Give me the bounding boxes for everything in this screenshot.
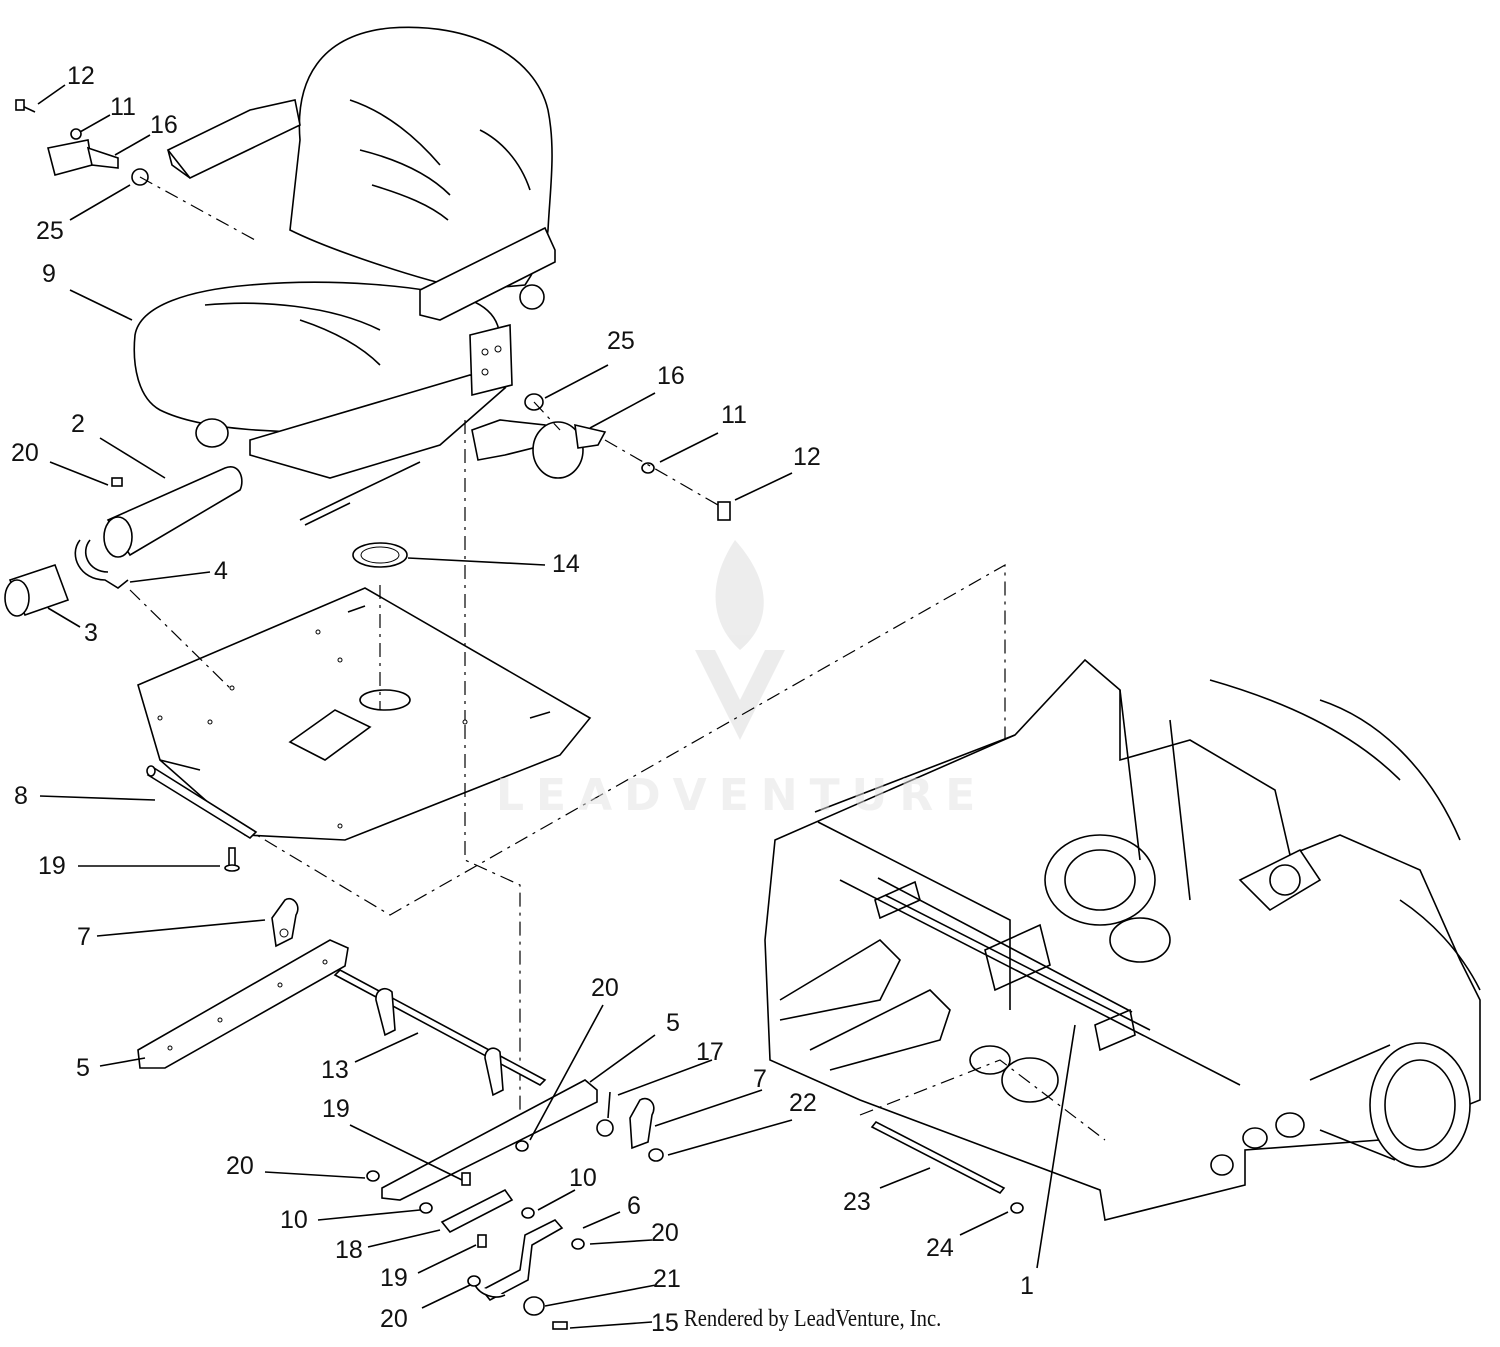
callout-16: 16 [657, 362, 685, 390]
spring-part-17 [596, 1091, 614, 1137]
rail-part-5-right [381, 1079, 598, 1201]
seat-assembly [133, 26, 556, 526]
bolt-part-15 [552, 1321, 568, 1330]
callout-5: 5 [666, 1009, 680, 1037]
clip-part-24 [1010, 1202, 1024, 1214]
callout-10: 10 [280, 1206, 308, 1234]
callout-20: 20 [380, 1305, 408, 1333]
callout-leaders [37, 84, 1076, 1329]
washer-part-10-b [521, 1207, 535, 1219]
callout-21: 21 [653, 1265, 681, 1293]
callout-13: 13 [321, 1056, 349, 1084]
callout-20: 20 [11, 439, 39, 467]
callout-1: 1 [1020, 1272, 1034, 1300]
callout-25: 25 [36, 217, 64, 245]
nut-part-20-c [467, 1275, 481, 1287]
leadventure-logo-watermark [695, 540, 785, 740]
callout-19: 19 [380, 1264, 408, 1292]
callout-3: 3 [84, 619, 98, 647]
pin-part-19-upper [224, 847, 240, 872]
spacer-part-21 [523, 1296, 545, 1316]
callout-10: 10 [569, 1164, 597, 1192]
callout-11: 11 [721, 401, 747, 429]
callout-12: 12 [67, 62, 95, 90]
callout-7: 7 [77, 923, 91, 951]
seat-belt-left-buckle [15, 99, 149, 186]
callout-16: 16 [150, 111, 178, 139]
callout-11: 11 [110, 93, 136, 121]
callout-25: 25 [607, 327, 635, 355]
shaft-part-13 [333, 969, 547, 1097]
callout-8: 8 [14, 782, 28, 810]
callout-23: 23 [843, 1188, 871, 1216]
nut-part-20-upper [515, 1140, 529, 1152]
rod-part-8 [146, 765, 258, 840]
callout-6: 6 [627, 1192, 641, 1220]
arm-part-6 [474, 1219, 564, 1302]
rod-part-23 [870, 1120, 1006, 1195]
callout-19: 19 [38, 852, 66, 880]
latch-part-7-left [271, 897, 299, 948]
latch-part-7-right [629, 1097, 664, 1162]
callout-5: 5 [76, 1054, 90, 1082]
callout-20: 20 [591, 974, 619, 1002]
frame-assembly [764, 658, 1481, 1221]
rail-part-5-left [137, 939, 349, 1069]
link-part-18 [440, 1172, 514, 1248]
callout-9: 9 [42, 260, 56, 288]
callout-18: 18 [335, 1236, 363, 1264]
nut-part-20-b [571, 1238, 585, 1250]
callout-7: 7 [753, 1065, 767, 1093]
callout-2: 2 [71, 410, 85, 438]
callout-22: 22 [789, 1089, 817, 1117]
watermark-text: LEADVENTURE [496, 770, 988, 821]
callout-12: 12 [793, 443, 821, 471]
washer-part-10-a [419, 1202, 433, 1214]
cap-part-3 [4, 563, 70, 617]
callout-20: 20 [651, 1219, 679, 1247]
clamp-part-4 [74, 539, 129, 589]
seat-belt-right-retractor [471, 393, 731, 521]
callout-4: 4 [214, 557, 228, 585]
callout-20: 20 [226, 1152, 254, 1180]
canister-part-2 [103, 466, 243, 558]
callout-14: 14 [552, 550, 580, 578]
callout-17: 17 [696, 1038, 724, 1066]
callout-15: 15 [651, 1309, 679, 1337]
render-credit-footer: Rendered by LeadVenture, Inc. [684, 1306, 942, 1332]
callout-24: 24 [926, 1234, 954, 1262]
nut-part-20-a [366, 1170, 380, 1182]
callout-19: 19 [322, 1095, 350, 1123]
